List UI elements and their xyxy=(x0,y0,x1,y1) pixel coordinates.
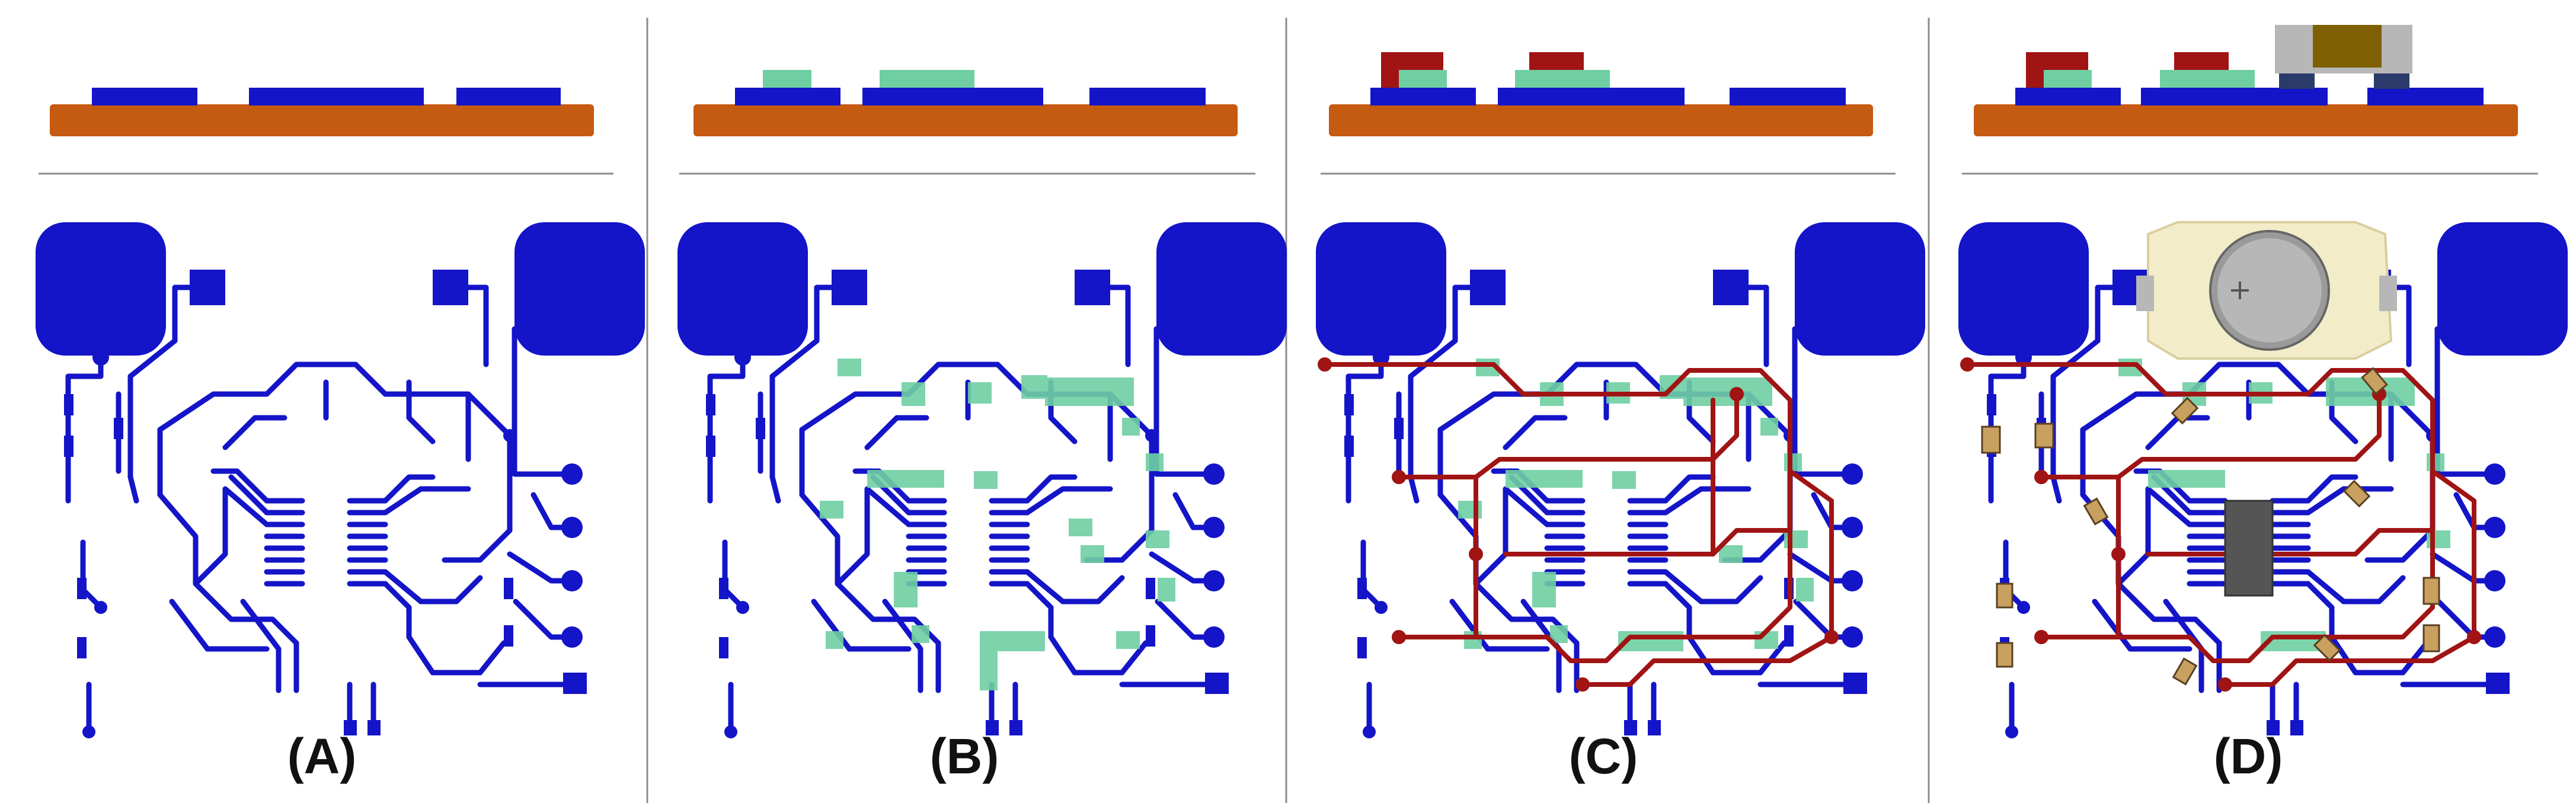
resistor-icon xyxy=(1981,367,2440,686)
pcb-layout-d xyxy=(1958,222,2568,738)
panel-label-b: (B) xyxy=(930,728,999,784)
pcb-layout-a xyxy=(36,222,645,738)
pcb-layout-c xyxy=(1316,222,1925,738)
panel-label-c: (C) xyxy=(1569,728,1638,784)
ic-chip-icon xyxy=(2224,500,2274,597)
cross-section-c xyxy=(1329,52,1873,136)
cross-section-b xyxy=(693,70,1238,136)
pcb-layout-b xyxy=(677,222,1287,738)
coin-cell-battery-icon xyxy=(2136,221,2397,360)
cross-section-a xyxy=(50,88,594,136)
cross-section-d xyxy=(1974,25,2518,136)
panel-label-d: (D) xyxy=(2214,728,2283,784)
panel-label-a: (A) xyxy=(287,728,357,784)
panel-dividers xyxy=(39,18,2538,803)
